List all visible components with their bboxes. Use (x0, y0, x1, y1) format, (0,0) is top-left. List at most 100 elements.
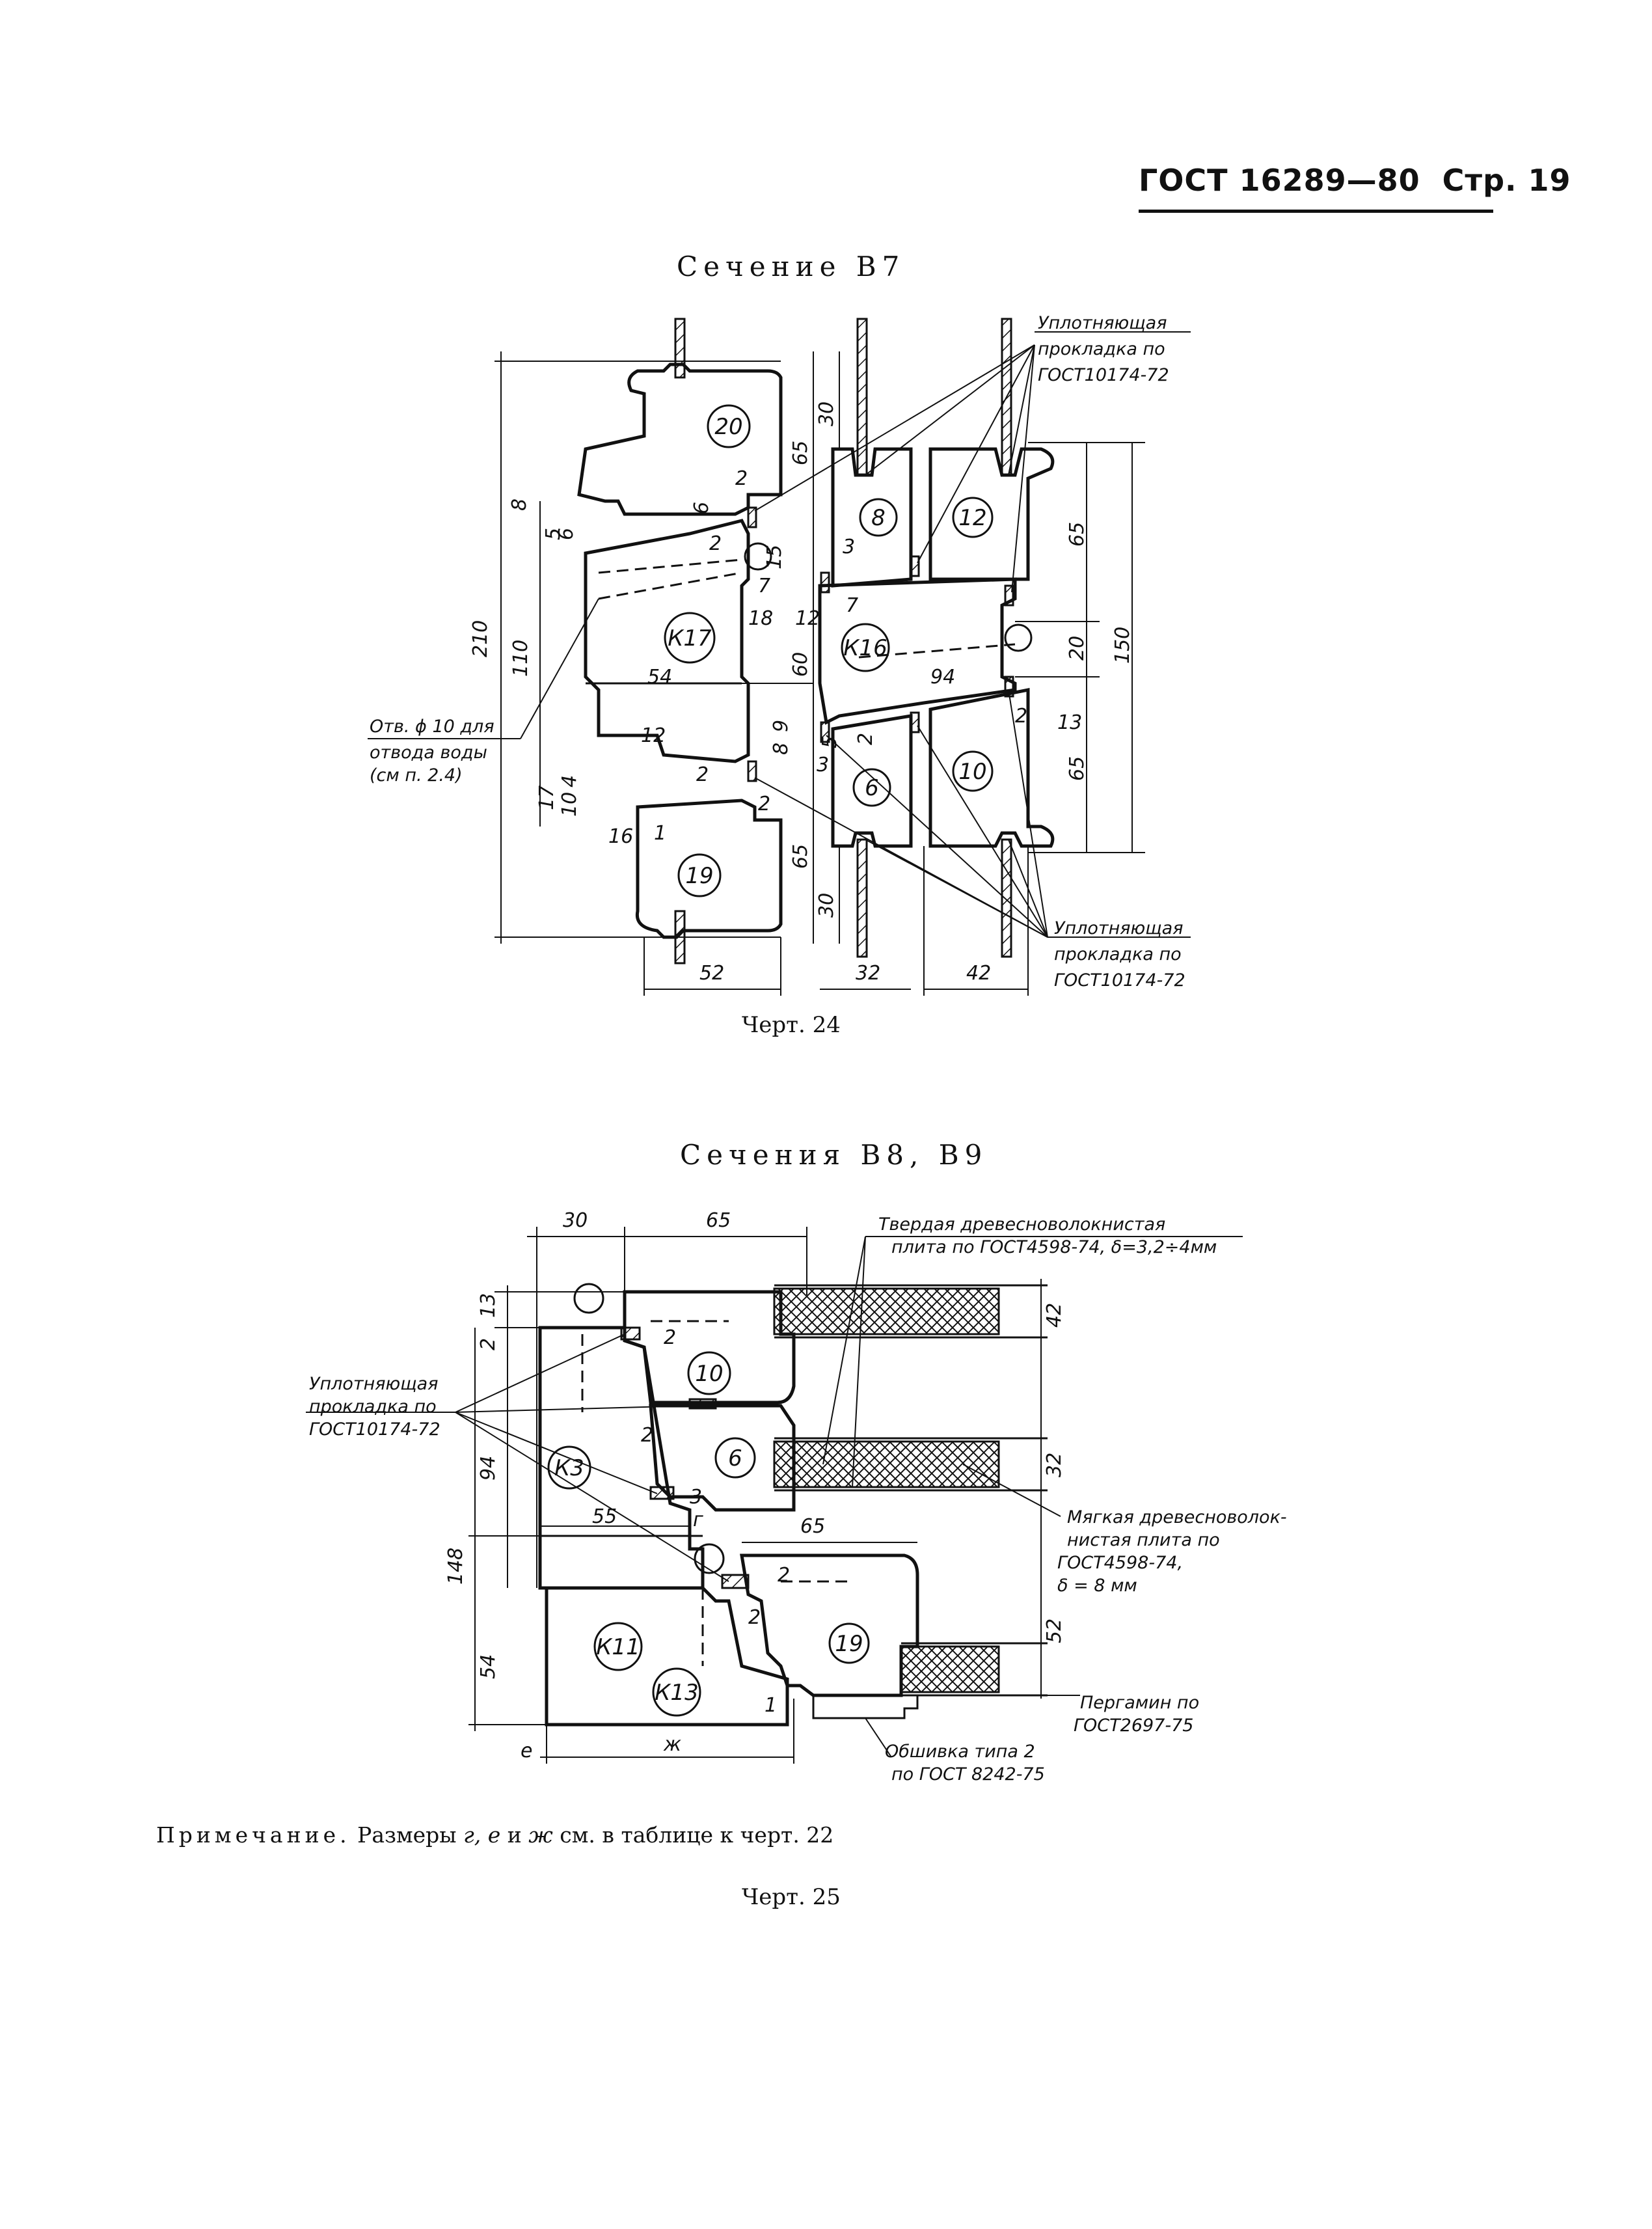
header-rule (1139, 210, 1493, 213)
svg-text:ГОСТ4598-74,: ГОСТ4598-74, (1057, 1553, 1183, 1573)
fig25-seal-1 (620, 1326, 641, 1341)
svg-text:плита по ГОСТ4598-74, δ=3,2÷4м: плита по ГОСТ4598-74, δ=3,2÷4мм (891, 1237, 1217, 1257)
part-19-marker (677, 853, 722, 897)
fig25-part-10-marker (687, 1351, 731, 1395)
note: Примечание. Размеры г, е и ж см. в табли… (156, 1822, 833, 1848)
part-6-marker (852, 768, 891, 807)
svg-text:нистая плита по: нистая плита по (1067, 1530, 1220, 1550)
drain-hole-2 (1004, 623, 1033, 652)
svg-text:3: 3 (690, 1486, 702, 1509)
svg-text:К13: К13 (655, 1680, 698, 1706)
svg-text:110: 110 (509, 640, 532, 677)
svg-text:Мягкая древесноволок-: Мягкая древесноволок- (1067, 1507, 1287, 1527)
svg-text:65: 65 (1066, 756, 1089, 781)
figure25-drawing: 10 6 К3 К11 К13 19 30 65 13 2 94 148 54 (306, 1209, 1287, 1785)
svg-text:5: 5 (819, 736, 841, 748)
svg-text:2: 2 (1015, 705, 1027, 728)
svg-text:65: 65 (1066, 522, 1089, 547)
svg-text:65: 65 (789, 441, 812, 465)
svg-text:10: 10 (958, 759, 986, 785)
svg-text:(см п. 2.4): (см п. 2.4) (370, 765, 463, 786)
svg-text:Твердая древесноволокнистая: Твердая древесноволокнистая (878, 1214, 1165, 1235)
svg-text:52: 52 (1043, 1619, 1066, 1643)
svg-text:8: 8 (871, 505, 886, 531)
svg-text:42: 42 (966, 962, 991, 985)
svg-text:К3: К3 (554, 1455, 584, 1481)
seal-4 (1004, 584, 1014, 607)
svg-text:К11: К11 (596, 1634, 640, 1660)
svg-text:1: 1 (654, 822, 666, 845)
svg-text:42: 42 (1043, 1303, 1066, 1328)
note-var-zh: ж (528, 1822, 553, 1848)
svg-text:10: 10 (558, 792, 581, 817)
fig25-part-K3-marker (547, 1445, 591, 1490)
svg-text:65: 65 (789, 844, 812, 869)
fig25-hole-2 (694, 1543, 725, 1574)
svg-text:148: 148 (444, 1548, 467, 1585)
header-doc-id: ГОСТ 16289—80 Стр. 19 (1139, 163, 1571, 198)
soft-board-panel (900, 1645, 1000, 1693)
fig25-part-10-outline (623, 1290, 796, 1404)
svg-text:17: 17 (535, 786, 558, 810)
part-10-outline (928, 687, 1055, 848)
part-19-outline (635, 799, 783, 939)
drain-hole-1 (744, 542, 772, 571)
figure25-title: Сечения В8, В9 (680, 1139, 988, 1171)
svg-text:13: 13 (477, 1293, 500, 1318)
part-K16-marker (841, 623, 890, 672)
svg-text:8: 8 (508, 499, 531, 511)
svg-text:2: 2 (758, 793, 770, 815)
seal-3 (910, 555, 920, 577)
figure24-caption: Черт. 24 (742, 1012, 841, 1038)
svg-text:Отв. ϕ 10 для: Отв. ϕ 10 для (370, 717, 494, 737)
svg-text:6: 6 (728, 1445, 742, 1471)
svg-text:15: 15 (763, 545, 786, 569)
svg-text:6: 6 (555, 528, 578, 540)
svg-text:г: г (693, 1509, 703, 1531)
svg-text:е: е (521, 1740, 532, 1762)
svg-text:9: 9 (770, 720, 792, 732)
svg-text:16: 16 (608, 825, 633, 848)
part-20-outline (577, 362, 783, 516)
svg-text:94: 94 (477, 1456, 500, 1481)
part-20-marker (707, 404, 751, 448)
svg-text:Уплотняющая: Уплотняющая (309, 1374, 438, 1394)
note-text-a: Размеры (357, 1822, 457, 1848)
svg-text:12: 12 (958, 505, 986, 531)
svg-text:ГОСТ10174-72: ГОСТ10174-72 (1038, 365, 1169, 385)
svg-text:20: 20 (714, 414, 742, 440)
fig25-seal-4 (721, 1574, 750, 1589)
hard-board-panel-mid (773, 1440, 1000, 1488)
figure25-caption: Черт. 25 (742, 1884, 841, 1910)
svg-text:8: 8 (770, 743, 792, 755)
glass-20 (674, 318, 686, 379)
svg-text:К16: К16 (843, 635, 887, 661)
svg-text:32: 32 (856, 962, 880, 985)
svg-text:2: 2 (477, 1338, 500, 1350)
svg-text:94: 94 (930, 666, 955, 689)
note-text-b: см. в таблице к черт. 22 (560, 1822, 834, 1848)
svg-text:7: 7 (758, 575, 770, 597)
svg-text:прокладка по: прокладка по (1038, 339, 1165, 359)
fig25-part-K13-marker (652, 1667, 701, 1717)
svg-text:32: 32 (1043, 1453, 1066, 1477)
svg-text:18: 18 (748, 607, 773, 630)
svg-text:19: 19 (835, 1631, 863, 1657)
svg-text:20: 20 (1066, 636, 1089, 661)
svg-text:55: 55 (592, 1505, 617, 1528)
seal-6 (820, 721, 830, 743)
svg-text:6: 6 (865, 775, 879, 801)
svg-text:1: 1 (765, 1694, 777, 1717)
glass-6 (856, 838, 868, 958)
svg-text:12: 12 (795, 607, 820, 630)
svg-text:52: 52 (699, 962, 724, 985)
fig25-part-K11-marker (593, 1622, 643, 1671)
svg-text:2: 2 (664, 1326, 676, 1349)
svg-text:3: 3 (817, 754, 829, 776)
svg-text:2: 2 (709, 532, 722, 555)
svg-text:δ = 8 мм: δ = 8 мм (1057, 1576, 1137, 1596)
svg-text:Уплотняющая: Уплотняющая (1038, 313, 1167, 333)
fig25-box-K11-K13-outline (545, 1586, 789, 1727)
page-header: ГОСТ 16289—80 Стр. 19 (1139, 163, 1571, 215)
